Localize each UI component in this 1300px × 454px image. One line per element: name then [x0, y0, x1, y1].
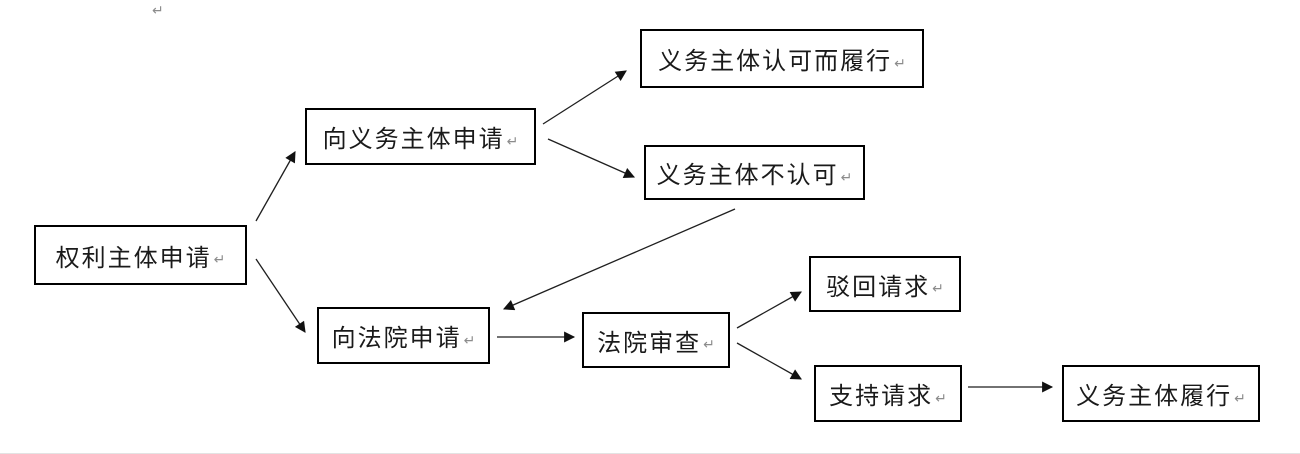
- node-label: 支持请求: [829, 383, 934, 410]
- node-label: 义务主体不认可: [656, 162, 839, 189]
- flowchart-node-obligation-subject-performs[interactable]: 义务主体履行 ↵: [1062, 365, 1260, 422]
- paragraph-mark: ↵: [703, 336, 715, 352]
- node-label: 向义务主体申请: [322, 126, 505, 153]
- flowchart-node-obligation-subject-accepts-performs[interactable]: 义务主体认可而履行 ↵: [640, 29, 924, 88]
- paragraph-mark: ↵: [935, 389, 947, 406]
- arrow-rights-to-court-apply[interactable]: [255, 258, 306, 333]
- flowchart-node-reject-request[interactable]: 驳回请求 ↵: [809, 256, 961, 312]
- flowchart-node-obligation-subject-not-accept[interactable]: 义务主体不认可 ↵: [644, 145, 865, 200]
- node-label: 向法院申请: [331, 325, 462, 352]
- node-label: 义务主体履行: [1076, 383, 1233, 410]
- paragraph-mark: ↵: [894, 54, 906, 71]
- node-label: 驳回请求: [826, 273, 931, 301]
- flowchart-node-court-review[interactable]: 法院审查 ↵: [582, 312, 730, 368]
- arrow-review-to-support[interactable]: [736, 342, 802, 380]
- node-label: 义务主体认可而履行: [658, 48, 893, 75]
- flowchart-node-rights-subject-application[interactable]: 权利主体申请 ↵: [34, 225, 247, 285]
- paragraph-mark: ↵: [1234, 389, 1246, 406]
- paragraph-mark: ↵: [840, 168, 853, 185]
- paragraph-mark: ↵: [152, 2, 164, 18]
- arrow-review-to-reject[interactable]: [736, 291, 802, 329]
- arrow-not-accept-to-court-apply[interactable]: [502, 208, 736, 311]
- paragraph-mark: ↵: [932, 280, 944, 296]
- paragraph-mark: ↵: [463, 331, 476, 348]
- flowchart-node-apply-to-obligation-subject[interactable]: 向义务主体申请 ↵: [305, 108, 536, 165]
- node-label: 权利主体申请: [55, 244, 212, 272]
- arrow-obligation-apply-to-not-accept[interactable]: [547, 138, 636, 179]
- paragraph-mark: ↵: [213, 251, 226, 267]
- arrow-obligation-apply-to-accepts[interactable]: [542, 70, 627, 125]
- arrow-rights-to-obligation-apply[interactable]: [255, 151, 296, 222]
- flowchart-node-apply-to-court[interactable]: 向法院申请 ↵: [317, 307, 490, 364]
- flowchart-node-support-request[interactable]: 支持请求 ↵: [814, 365, 962, 422]
- paragraph-mark: ↵: [506, 132, 519, 149]
- node-label: 法院审查: [597, 329, 702, 357]
